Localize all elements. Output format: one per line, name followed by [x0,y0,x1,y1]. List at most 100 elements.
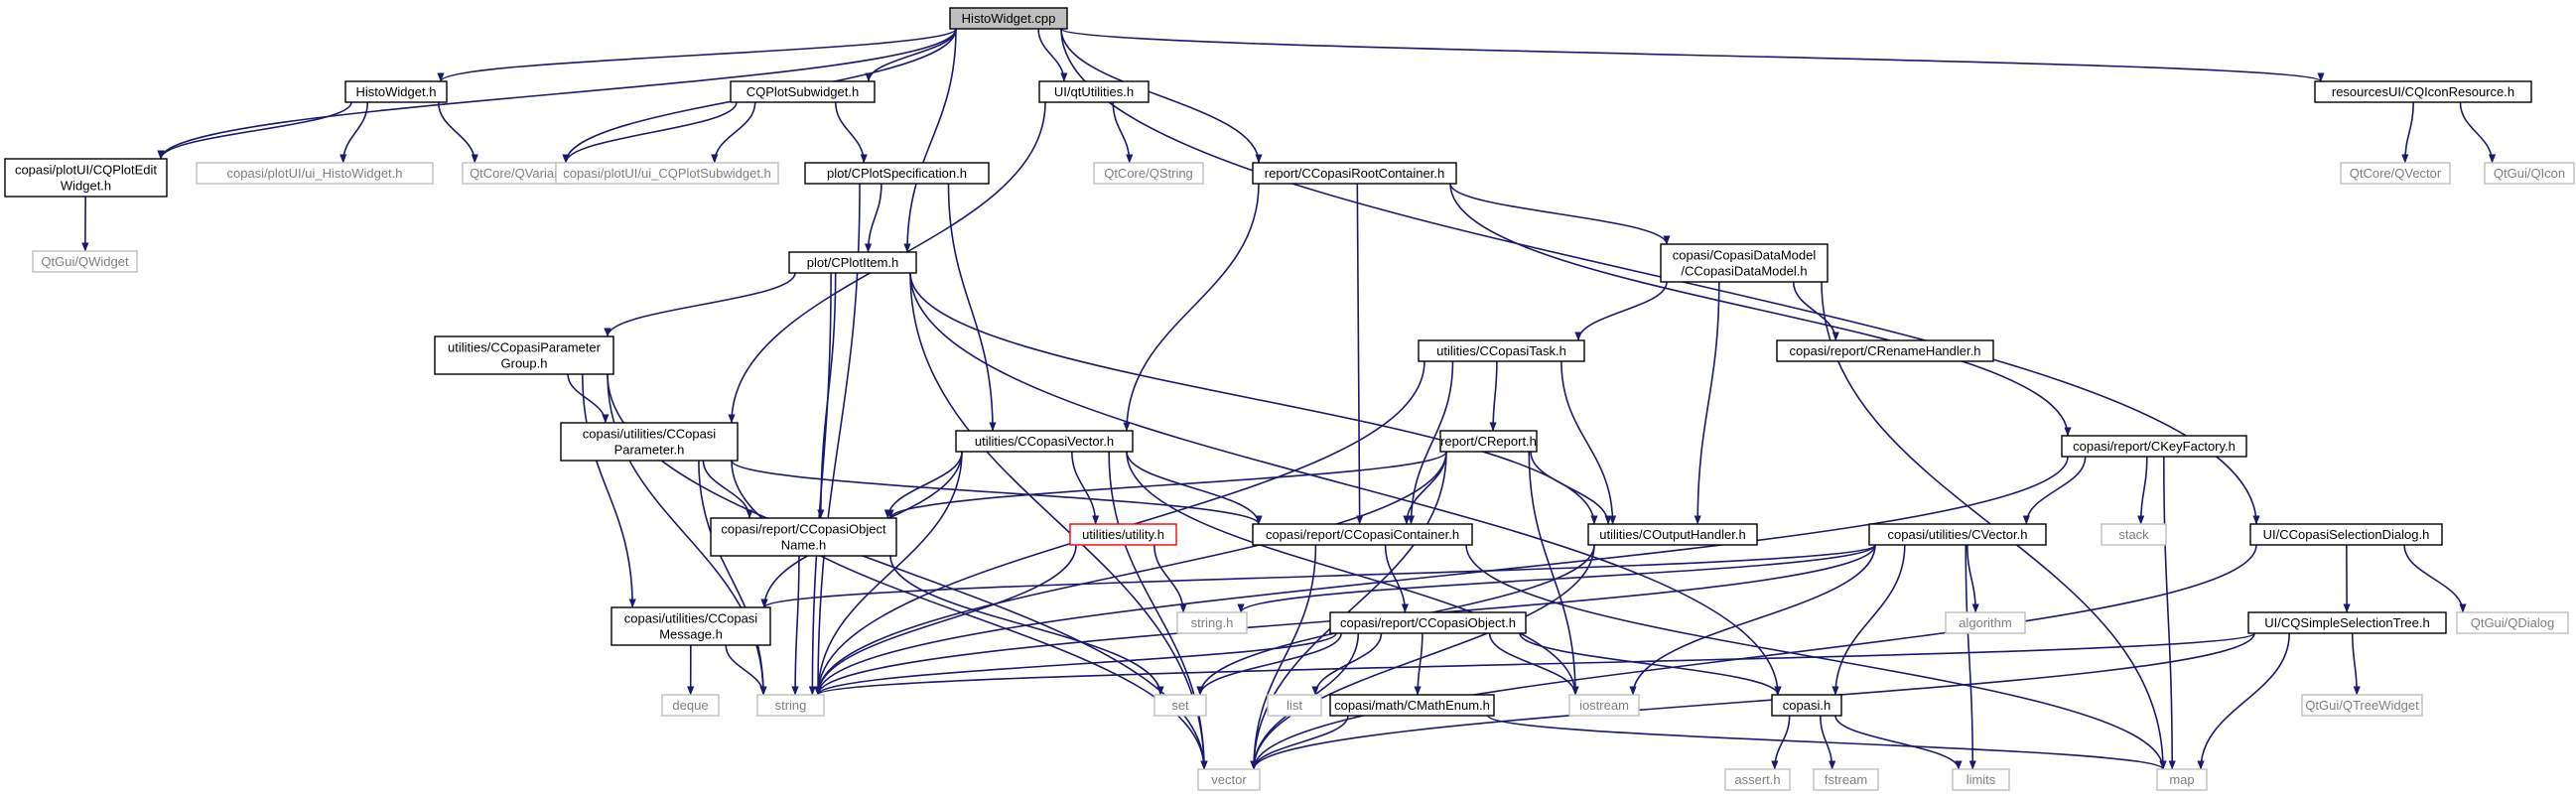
node-creport-h[interactable]: report/CReport.h [1439,430,1538,453]
node-coutputhandler-h[interactable]: utilities/COutputHandler.h [1587,523,1758,546]
node-label: copasi/plotUI/CQPlotEdit [15,163,157,178]
edge-ccopasirootcontainer_h-to-ccopasicontainer_h [1356,183,1364,525]
edge-ccopasiselectiondialog_h-to-qdialog [2403,544,2467,613]
node-label: QtCore/QString [1104,166,1193,181]
node-label: QtCore/QVariant [470,166,565,181]
edge-ckeyfactory_h-to-cvector_h [2022,456,2087,525]
edge-cvector_h-to-string_h [1237,544,1876,613]
edge-ccopasiobject_h-to-string [814,632,1337,696]
include-arrow [1250,544,1317,770]
include-arrow [808,272,832,696]
node-ccopasivector-h[interactable]: utilities/CCopasiVector.h [955,430,1134,453]
node-cqsimpleselectiontree-h[interactable]: UI/CQSimpleSelectionTree.h [2247,611,2447,634]
node-histowidget-cpp[interactable]: HistoWidget.cpp [949,7,1068,30]
node-box [2249,523,2443,546]
edge-cvector_h-to-algorithm [1966,544,1979,613]
node-crenamehandler-h[interactable]: copasi/report/CRenameHandler.h [1776,339,1994,362]
include-arrow [2022,456,2087,525]
node-label: set [1171,698,1189,713]
node-box [1418,339,1585,362]
edge-copasi_h-to-fstream [1820,715,1836,770]
node-box [2247,611,2447,634]
node-label: UI/CCopasiSelectionDialog.h [2263,527,2430,542]
node-box [434,335,614,375]
node-ccopasiselectiondialog-h[interactable]: UI/CCopasiSelectionDialog.h [2249,523,2443,546]
node-box [1868,523,2047,546]
include-arrow [883,451,963,519]
include-arrow [909,272,1782,696]
node-copasi-h[interactable]: copasi.h [1771,694,1842,717]
node-label: UI/CQSimpleSelectionTree.h [2264,615,2429,630]
node-histowidget-h[interactable]: HistoWidget.h [344,80,448,103]
include-arrow [834,101,868,164]
node-utility-h[interactable]: utilities/utility.h [1069,523,1177,546]
include-arrow [582,373,636,608]
node-label: Name.h [781,538,827,553]
node-cqplotsubwidget-h[interactable]: CQPlotSubwidget.h [730,80,876,103]
node-cvector-h[interactable]: copasi/utilities/CVector.h [1868,523,2047,546]
include-arrow [1519,632,1782,696]
node-iostream: iostream [1568,694,1640,717]
node-label: copasi/report/CRenameHandler.h [1790,343,1981,358]
edge-copasi_h-to-limits [1834,715,1963,770]
node-box [1952,768,2010,791]
edge-ccopasiparameter_h-to-vector [731,460,1208,770]
edge-ccopasiparameter_h-to-ccopasiobjectname_h [702,460,753,519]
edge-ccopasivector_h-to-string [814,451,963,696]
node-ckeyfactory-h[interactable]: copasi/report/CKeyFactory.h [2061,435,2247,458]
node-label: string [775,698,807,713]
node-box [1038,80,1150,103]
node-box [1252,162,1457,185]
edge-cvector_h-to-limits [1965,544,1976,770]
node-cplotitem-h[interactable]: plot/CPlotItem.h [788,251,917,274]
node-cmathenum-h[interactable]: copasi/math/CMathEnum.h [1329,694,1495,717]
node-ccopasidatamodel-h[interactable]: copasi/CopasiDataModel/CCopasiDataModel.… [1660,243,1829,283]
node-box [1568,694,1640,717]
include-arrow [760,544,1876,608]
node-label: utilities/COutputHandler.h [1599,527,1745,542]
include-arrow [886,451,1447,519]
node-box [1267,694,1322,717]
include-arrow [1250,544,1595,770]
include-arrow [698,460,767,696]
node-label: limits [1966,772,1996,787]
include-arrow [1528,451,1579,696]
node-label: map [2169,772,2194,787]
include-arrow [1250,715,1349,770]
node-box [756,694,825,717]
node-qtutilities-h[interactable]: UI/qtUtilities.h [1038,80,1150,103]
node-ccopasiobject-h[interactable]: copasi/report/CCopasiObject.h [1329,611,1527,634]
edge-ccopasicontainer_h-to-ccopasiobject_h [1384,544,1409,613]
node-label: HistoWidget.h [356,84,437,99]
include-arrow [1792,281,1839,341]
node-label: stack [2118,527,2149,542]
include-arrow [725,644,767,696]
edge-histowidget_h-to-ui_histowidget_h [339,101,369,164]
node-box [1724,768,1791,791]
node-ccopasiparameter-h[interactable]: copasi/utilities/CCopasiParameter.h [560,422,739,462]
node-ccopasitask-h[interactable]: utilities/CCopasiTask.h [1418,339,1585,362]
node-map: map [2156,768,2208,791]
include-arrow [2351,632,2361,696]
node-ccopasirootcontainer-h[interactable]: report/CCopasiRootContainer.h [1252,162,1457,185]
node-label: Group.h [501,356,548,371]
edge-cqplotsubwidget_h-to-qvariant [562,101,738,164]
edge-cqiconresource_h-to-qvector [2401,101,2414,164]
node-cqiconresource-h[interactable]: resourcesUI/CQIconResource.h [2314,80,2532,103]
edge-cqiconresource_h-to-qicon [2459,101,2497,164]
node-label: copasi/report/CKeyFactory.h [2073,439,2236,454]
include-arrow [1356,183,1364,525]
edge-ccopasiparametergroup_h-to-ccopasiparameter_h [567,373,610,424]
node-ccopasicontainer-h[interactable]: copasi/report/CCopasiContainer.h [1252,523,1473,546]
edge-ccopasiparameter_h-to-string [698,460,767,696]
include-arrow [437,28,957,82]
node-cplotspecification-h[interactable]: plot/CPlotSpecification.h [804,162,990,185]
node-box [730,80,876,103]
include-arrow [2403,544,2467,613]
node-box [2484,162,2575,185]
